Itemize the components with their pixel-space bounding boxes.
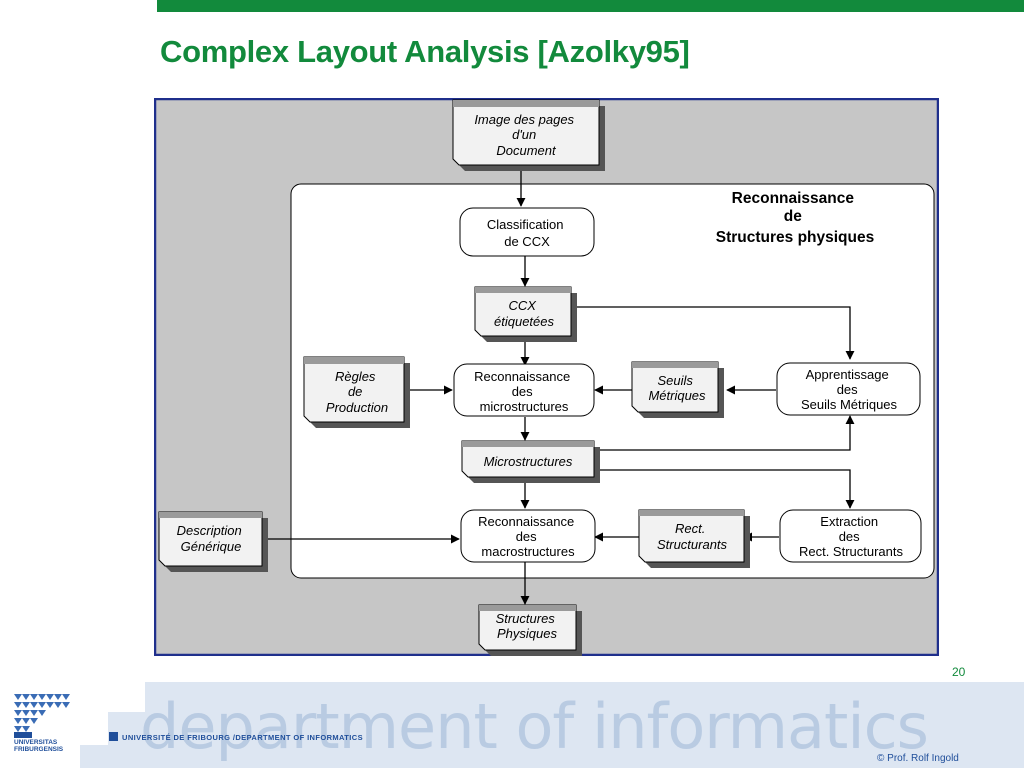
doc-seuils-metriques: Seuils Métriques <box>631 361 724 418</box>
footer-department-line: UNIVERSITÉ DE FRIBOURG /DEPARTMENT OF IN… <box>109 732 363 742</box>
university-logo-text: UNIVERSITAS FRIBURGENSIS <box>14 739 64 753</box>
footer-wordmark: department of informatics <box>140 690 929 763</box>
copyright: © Prof. Rolf Ingold <box>877 753 959 764</box>
footer-department-text: UNIVERSITÉ DE FRIBOURG /DEPARTMENT OF IN… <box>122 733 363 742</box>
svg-text:Règles de Prod: Règles de Production <box>326 369 388 415</box>
svg-text:Rect. Structurants: Rect. Structurants <box>657 521 728 552</box>
svg-text:Image des pages d'un: Image des pages d'un Document <box>474 112 577 158</box>
doc-image-des-pages: Image des pages d'un Document <box>452 99 605 171</box>
process-classification: Classification de CCX <box>459 207 595 257</box>
slide-title: Complex Layout Analysis [Azolky95] <box>160 34 690 69</box>
university-logo-icon <box>12 692 76 762</box>
physical-structure-region <box>290 183 935 579</box>
svg-text:Extraction des: Extraction des Rect. Structurants <box>799 514 904 559</box>
page-number: 20 <box>952 665 966 679</box>
connectors <box>262 166 855 605</box>
doc-microstructures: Microstructures <box>461 440 600 483</box>
top-accent-bar <box>157 0 1024 12</box>
process-extraction: Extraction des Rect. Structurants <box>779 509 922 563</box>
svg-text:Seuils Métriques: Seuils Métriques <box>648 373 706 403</box>
process-reconnaissance-macrostructures: Reconnaissance des macrostructures <box>460 509 596 563</box>
footer-square-icon <box>109 732 118 741</box>
layout-analysis-diagram: Reconnaissance de Structures physiques <box>154 98 939 656</box>
svg-text:Reconnaissance des: Reconnaissance des macrostructures <box>478 514 578 559</box>
svg-text:Classification de CCX: Classification de CCX <box>487 217 567 249</box>
doc-rect-structurants: Rect. Structurants <box>638 509 750 568</box>
svg-text:Apprentissage des: Apprentissage des Seuils Métriques <box>801 367 898 412</box>
svg-text:CCX étiquetées: CCX étiquetées <box>494 298 554 329</box>
svg-text:Reconnaissance des: Reconnaissance des microstructures <box>474 369 574 414</box>
process-apprentissage: Apprentissage des Seuils Métriques <box>776 362 921 416</box>
process-reconnaissance-microstructures: Reconnaissance des microstructures <box>453 363 595 417</box>
svg-text:Structures Physiques: Structures Physiques <box>496 611 559 641</box>
svg-text:Description Générique: Description Générique <box>177 523 246 554</box>
footer-band <box>145 682 1024 768</box>
doc-structures-physiques: Structures Physiques <box>478 604 582 656</box>
doc-description-generique: Description Générique <box>158 511 268 572</box>
region-title: Reconnaissance de Structures physiques <box>716 190 875 246</box>
footer-step <box>80 745 110 768</box>
doc-ccx-etiquetees: CCX étiquetées <box>474 286 577 342</box>
doc-regles-de-production: Règles de Production <box>303 356 410 428</box>
svg-text:Microstructures: Microstructures <box>484 454 573 469</box>
